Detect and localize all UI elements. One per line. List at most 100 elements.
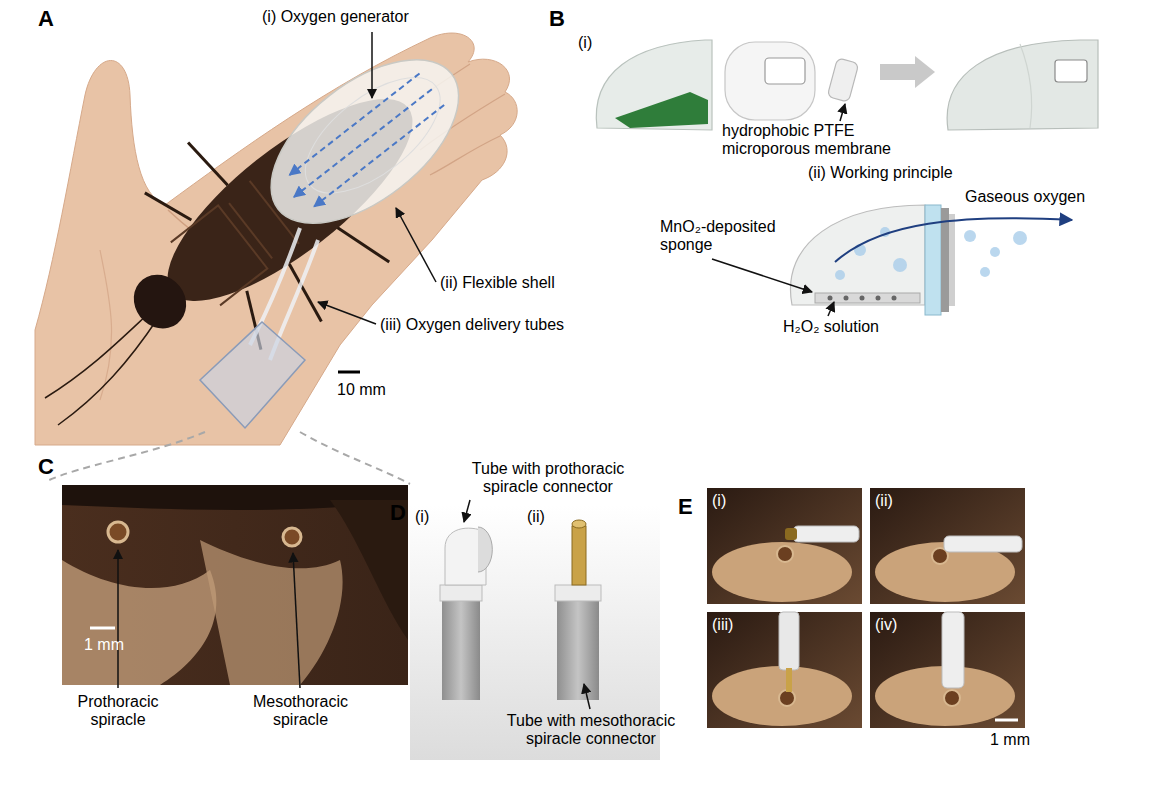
- part-label: hydrophobic PTFE microporous membrane: [722, 122, 897, 159]
- scale-bar: [90, 627, 115, 630]
- working-principle: [835, 270, 845, 280]
- part-label: MnO₂-deposited sponge: [660, 218, 788, 255]
- exploded-view: [880, 56, 935, 88]
- part-label: Mesothoracic spiracle: [238, 693, 363, 730]
- photo-attach-steps: [785, 528, 797, 540]
- subpanel-label: (ii): [527, 508, 545, 526]
- working-principle: [949, 214, 955, 306]
- panel-letter: B: [549, 6, 565, 31]
- working-principle: [941, 208, 949, 312]
- working-principle: [980, 267, 990, 277]
- subpanel-label: (ii): [875, 492, 893, 510]
- working-principle: [860, 296, 865, 301]
- photo-hand-cockroach: [188, 140, 228, 189]
- photo-hand-cockroach: [100, 250, 112, 400]
- photo-spiracles: [330, 500, 408, 640]
- tube-renders: [440, 585, 482, 601]
- photo-spiracles: [62, 485, 408, 685]
- photo-hand-cockroach: [229, 203, 272, 258]
- panel-letter: E: [678, 494, 693, 519]
- photo-hand-cockroach: [123, 264, 197, 339]
- photo-spiracles: [293, 553, 300, 688]
- scale-label: 10 mm: [337, 381, 386, 399]
- photo-attach-steps: [712, 666, 852, 726]
- photo-attach-steps: [707, 488, 862, 604]
- photo-spiracles: [62, 560, 216, 685]
- scale-bar: [995, 719, 1018, 722]
- photo-attach-steps: [870, 488, 1025, 604]
- photo-attach-steps: [793, 526, 859, 542]
- exploded-view: [947, 40, 1098, 130]
- exploded-view: [725, 42, 815, 120]
- part-label: (i) Oxygen generator: [262, 8, 409, 26]
- working-principle: [828, 296, 833, 301]
- photo-attach-steps: [712, 542, 852, 602]
- tube-renders: [464, 500, 470, 522]
- exploded-view: [596, 40, 1098, 130]
- photo-hand-cockroach: [171, 205, 268, 305]
- photo-hand-cockroach: [35, 0, 525, 445]
- photo-spiracles: [283, 528, 301, 546]
- zoom-leader: [45, 432, 205, 482]
- zoom-leader: [45, 432, 410, 484]
- photo-attach-steps: [707, 488, 1025, 728]
- photo-attach-steps: [944, 690, 960, 706]
- photo-hand-cockroach: [396, 208, 436, 282]
- photo-spiracles: [117, 550, 119, 688]
- photo-hand-cockroach: [294, 89, 432, 197]
- working-principle: [844, 296, 849, 301]
- working-principle: [876, 296, 881, 301]
- part-label: Tube with prothoracic spiracle connector: [462, 460, 634, 497]
- photo-hand-cockroach: [58, 318, 158, 425]
- photo-attach-steps: [786, 668, 792, 692]
- scale-label: 1 mm: [84, 636, 124, 654]
- tube-renders: [478, 527, 492, 572]
- photo-attach-steps: [942, 612, 964, 688]
- zoom-leader: [300, 432, 410, 484]
- photo-hand-cockroach: [290, 73, 420, 175]
- tube-renders: [442, 600, 480, 700]
- working-principle: [990, 247, 1000, 257]
- subpanel-label: (i): [415, 508, 429, 526]
- exploded-view: [1020, 44, 1032, 128]
- photo-attach-steps: [779, 690, 795, 706]
- part-label: (iii) Oxygen delivery tubes: [380, 316, 564, 334]
- panel-letter: D: [390, 500, 406, 525]
- photo-hand-cockroach: [145, 181, 192, 233]
- photo-hand-cockroach: [314, 105, 444, 207]
- scale-bar: [338, 371, 360, 374]
- subpanel-label: (iv): [875, 616, 897, 634]
- exploded-view: [765, 58, 805, 84]
- working-principle: [790, 205, 925, 305]
- photo-hand-cockroach: [200, 322, 305, 428]
- panel-letter: C: [38, 454, 54, 479]
- tube-renders: [584, 684, 590, 709]
- part-label: H₂O₂ solution: [783, 318, 879, 336]
- photo-attach-steps: [707, 488, 862, 604]
- photo-attach-steps: [779, 612, 799, 670]
- part-label: Tube with mesothoracic spiracle connecto…: [502, 712, 680, 749]
- exploded-view: [840, 104, 845, 121]
- photo-hand-cockroach: [74, 0, 523, 408]
- photo-attach-steps: [707, 612, 862, 728]
- working-principle: [1013, 231, 1027, 245]
- photo-spiracles: [62, 485, 408, 688]
- tube-renders: [572, 526, 586, 585]
- working-principle: [712, 259, 812, 292]
- photo-hand-cockroach: [318, 302, 376, 324]
- tube-renders: [557, 600, 599, 700]
- part-label: (ii) Flexible shell: [440, 274, 555, 292]
- photo-attach-steps: [707, 612, 862, 728]
- panel-letter: A: [38, 6, 54, 31]
- part-label: Gaseous oxygen: [965, 188, 1085, 206]
- exploded-view: [596, 40, 712, 130]
- photo-hand-cockroach: [337, 215, 390, 275]
- exploded-view: [615, 92, 708, 128]
- part-label: Prothoracic spiracle: [63, 693, 173, 730]
- working-principle: [828, 302, 834, 316]
- photo-attach-steps: [870, 612, 1025, 728]
- photo-hand-cockroach: [242, 28, 487, 255]
- photo-hand-cockroach: [45, 312, 150, 398]
